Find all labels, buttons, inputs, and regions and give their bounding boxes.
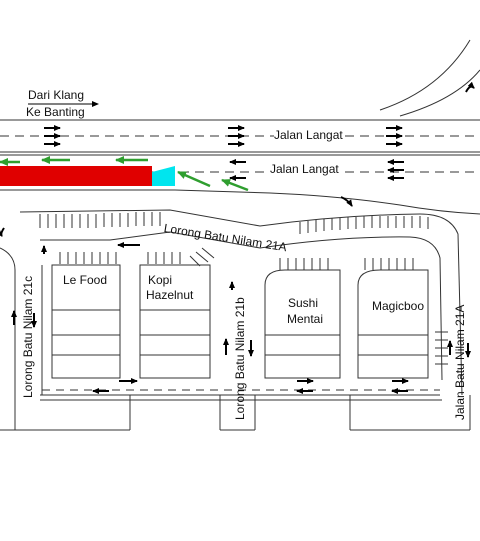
road-name-jalan-langat-upper: Jalan Langat [274,128,343,142]
shop-label-kopi-1: Kopi [148,273,173,287]
closure-taper [152,166,175,186]
label-to-banting: Ke Banting [26,105,85,119]
shop-label-le-food: Le Food [62,273,108,287]
shop-block-le-food [51,264,121,379]
road-name-21c: Lorong Batu Nilam 21c [21,275,35,398]
closed-lane [0,166,152,186]
shop-label-sushi-1: Sushi [288,296,319,310]
road-name-21a-right: Jalan Batu Nilam 21A [453,304,467,420]
shop-block-magicboo [357,269,429,379]
u-turn-icon [0,227,5,237]
road-edge [19,209,463,396]
lane-arrows [11,125,471,394]
slip-road-edge [379,39,471,111]
shop-block-sushi [264,269,341,379]
shop-label-sushi-2: Mentai [287,312,324,326]
shop-label-kopi-2: Hazelnut [146,288,194,302]
road-edge [0,247,16,430]
detour-arrows [0,156,249,192]
label-from-klang: Dari Klang [28,88,85,102]
u-turn-icon [340,196,353,207]
road-edge [0,189,480,215]
parking-stalls [39,212,448,365]
u-turn-icon [465,81,475,93]
shop-label-magicboo: Magicboo [372,299,425,313]
road-edge [40,231,443,381]
shop-block-kopi [139,264,211,379]
road-name-21b: Lorong Batu Nilam 21b [233,297,247,420]
slip-road-edge [399,69,480,117]
road-name-jalan-langat-lower: Jalan Langat [270,162,339,176]
